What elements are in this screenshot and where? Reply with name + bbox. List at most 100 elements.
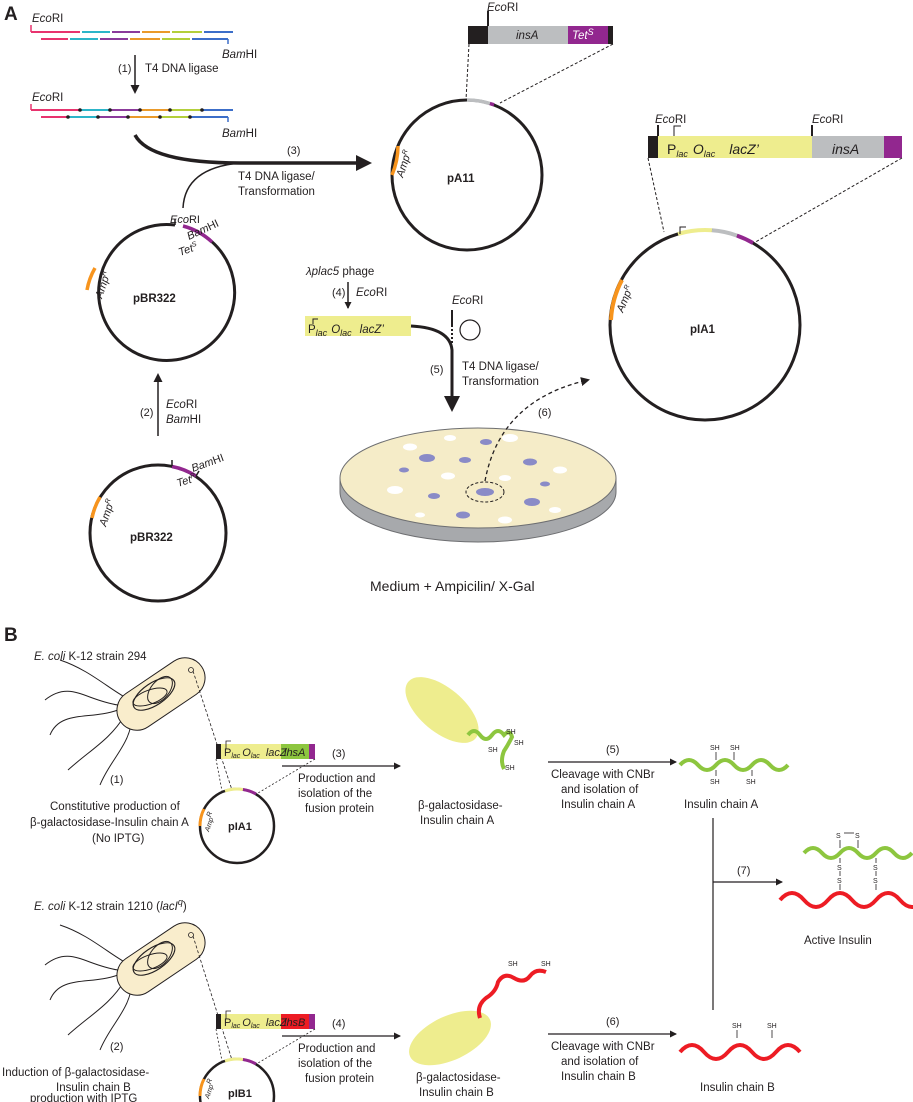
ecori-label-2: EcoRI: [32, 92, 63, 104]
pbr322-label: pBR322: [130, 532, 173, 544]
pia1-insa-label: insA: [832, 141, 859, 157]
const-text-1: Constitutive production of: [50, 801, 181, 813]
pia1-small-plasmid: [198, 787, 276, 865]
ind-text-3: production with IPTG: [30, 1093, 137, 1102]
bacterium-1210-link: [192, 935, 233, 1061]
prod-a-3: fusion protein: [305, 803, 374, 815]
pbr322-top-amp-label: AmpR: [93, 270, 113, 301]
prod-a-2: isolation of the: [298, 788, 372, 800]
pia1-insert-map: [647, 125, 903, 245]
chain-b-sh-2: SH: [767, 1023, 777, 1030]
b-step-6-number: (6): [606, 1016, 619, 1028]
active-s-4: S: [837, 878, 842, 885]
bamhi-label-2: BamHI: [222, 128, 257, 140]
pib1-small-amp-label: AmpR: [201, 1078, 217, 1101]
pia1-plasmid: [608, 226, 802, 422]
active-s-2: S: [855, 833, 860, 840]
active-insulin: [778, 832, 913, 909]
phage-label: λplac5 phage: [305, 266, 374, 278]
active-s-1: S: [836, 833, 841, 840]
chain-b-sh-1: SH: [732, 1023, 742, 1030]
pbr322-plasmid: [88, 460, 228, 603]
lac-fragment: [305, 316, 411, 336]
bamhi-label-1: BamHI: [222, 49, 257, 61]
pbr322-top-tet-label: TetS: [177, 241, 200, 259]
pa11-label: pA11: [447, 173, 475, 185]
chain-a-sh-3: SH: [710, 779, 720, 786]
cleave-a-1: Cleavage with CNBr: [551, 769, 655, 781]
pib1-small-insb-label: insB: [284, 1017, 305, 1029]
pib1-small-plasmid: [198, 1057, 276, 1102]
pia1-label: pIA1: [690, 324, 716, 336]
fusion-a-sh-1: SH: [506, 729, 516, 736]
step-4-number: (4): [332, 287, 345, 299]
pbr322-tet-label: TetR: [175, 472, 198, 490]
step-5-arrow: [410, 324, 460, 412]
cleave-a-2: and isolation of: [561, 784, 639, 796]
step-3-join-curve: [182, 162, 241, 209]
medium-label: Medium + Ampicilin/ X-Gal: [370, 578, 535, 594]
b-step-1-number: (1): [110, 774, 123, 786]
petri-dish: [339, 427, 617, 543]
step-3-text-1: T4 DNA ligase/: [238, 171, 316, 183]
step-2-ecori: EcoRI: [166, 399, 197, 411]
pia1-small-label: pIA1: [228, 821, 252, 833]
b-step-5-number: (5): [606, 744, 619, 756]
prod-b-1: Production and: [298, 1043, 375, 1055]
pa11-insa-label: insA: [516, 30, 539, 42]
step-6-number: (6): [538, 407, 551, 419]
active-insulin-label: Active Insulin: [804, 935, 872, 947]
b-step-3-number: (3): [332, 748, 345, 760]
pa11-insert-map: [465, 11, 614, 104]
b-step-7-number: (7): [737, 865, 750, 877]
pbr322-bamhi-label: BamHI: [190, 452, 226, 475]
pa11-tet-label: TetS: [572, 27, 594, 42]
step-5-text-1: T4 DNA ligase/: [462, 361, 540, 373]
cleave-b-1: Cleavage with CNBr: [551, 1041, 655, 1053]
pia1-small-insa-label: insA: [284, 747, 305, 759]
pbr322-amp-label: AmpR: [97, 498, 117, 529]
prod-b-2: isolation of the: [298, 1058, 372, 1070]
step-3-number: (3): [287, 145, 300, 157]
insulin-chain-a: [678, 752, 790, 776]
active-s-3: S: [837, 865, 842, 872]
panel-label-b: B: [4, 625, 18, 646]
chain-a-label: Insulin chain A: [684, 799, 758, 811]
step-4-ecori: EcoRI: [356, 287, 387, 299]
pa11-plasmid: [390, 98, 544, 252]
fusion-b-label-2: Insulin chain B: [419, 1087, 494, 1099]
ecori-label-1: EcoRI: [32, 13, 63, 25]
const-text-2: β-galactosidase-Insulin chain A: [30, 817, 189, 829]
cleave-b-2: and isolation of: [561, 1056, 639, 1068]
pia1-ecori-label-1: EcoRI: [655, 114, 686, 126]
dna-fragments-ligated: [30, 104, 233, 122]
step-2-number: (2): [140, 407, 153, 419]
fusion-b-label-1: β-galactosidase-: [416, 1072, 501, 1084]
pia1-small-amp-label: AmpR: [201, 811, 217, 834]
chain-a-sh-4: SH: [746, 779, 756, 786]
panel-label-a: A: [4, 4, 18, 25]
chain-b-label: Insulin chain B: [700, 1082, 775, 1094]
insulin-chain-b: [678, 1030, 802, 1061]
chain-a-sh-2: SH: [730, 745, 740, 752]
b-step-2-number: (2): [110, 1041, 123, 1053]
prod-b-3: fusion protein: [305, 1073, 374, 1085]
active-s-6: S: [873, 878, 878, 885]
bacterium-294: [44, 657, 206, 786]
linearized-vector-icon: [451, 310, 481, 345]
fusion-a-sh-3: SH: [488, 747, 498, 754]
fusion-a-sh-2: SH: [514, 740, 524, 747]
const-text-3: (No IPTG): [92, 833, 145, 845]
prod-a-1: Production and: [298, 773, 375, 785]
pia1-ecori-label-2: EcoRI: [812, 114, 843, 126]
pbr322-top-ecori-label: EcoRI: [170, 214, 200, 226]
active-s-5: S: [873, 865, 878, 872]
step-1-number: (1): [118, 63, 131, 75]
b-step-4-number: (4): [332, 1018, 345, 1030]
dna-fragments-unligated: [30, 25, 233, 44]
